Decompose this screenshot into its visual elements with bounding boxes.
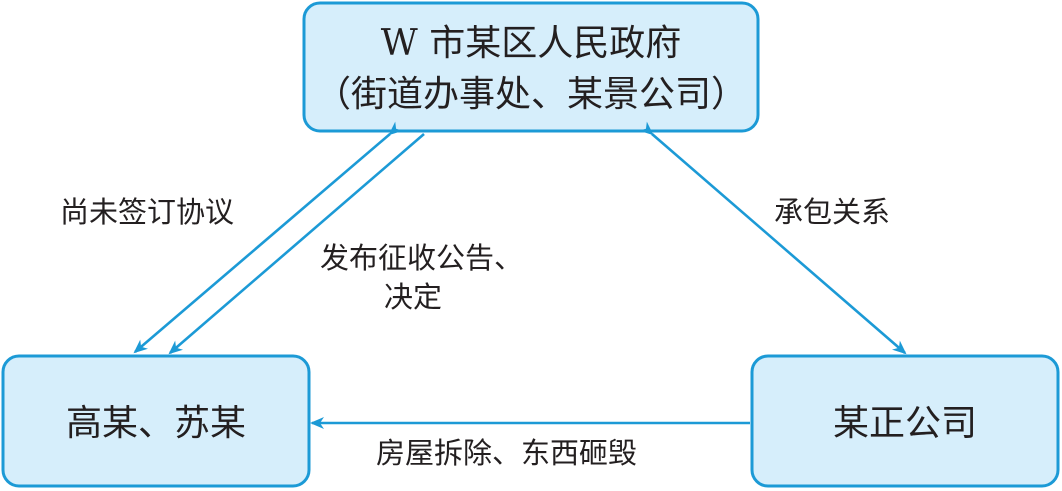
node-contractor: 某正公司 <box>750 354 1060 488</box>
node-government-box <box>302 1 760 133</box>
edge-no-agreement-label: 尚未签订协议 <box>60 195 234 229</box>
node-contractor-box <box>750 354 1060 488</box>
edge-no-agreement-arrow <box>133 121 404 354</box>
node-government-title: W 市某区人民政府 <box>381 23 681 64</box>
edge-contract-label: 承包关系 <box>774 195 890 229</box>
edge-announcement-label-line2: 决定 <box>384 280 442 314</box>
edge-contract-arrow <box>639 121 907 355</box>
node-contractor-label: 某正公司 <box>833 403 977 444</box>
node-residents-box <box>1 354 311 488</box>
node-government-subtitle: （街道办事处、某景公司） <box>315 74 747 115</box>
node-residents: 高某、苏某 <box>1 354 311 488</box>
edge-demolition-label: 房屋拆除、东西砸毁 <box>376 436 637 470</box>
edge-announcement-label-line1: 发布征收公告、 <box>320 241 523 275</box>
edge-announcement-arrow <box>168 133 425 355</box>
node-residents-label: 高某、苏某 <box>66 403 246 444</box>
node-government: W 市某区人民政府 （街道办事处、某景公司） <box>302 1 760 133</box>
